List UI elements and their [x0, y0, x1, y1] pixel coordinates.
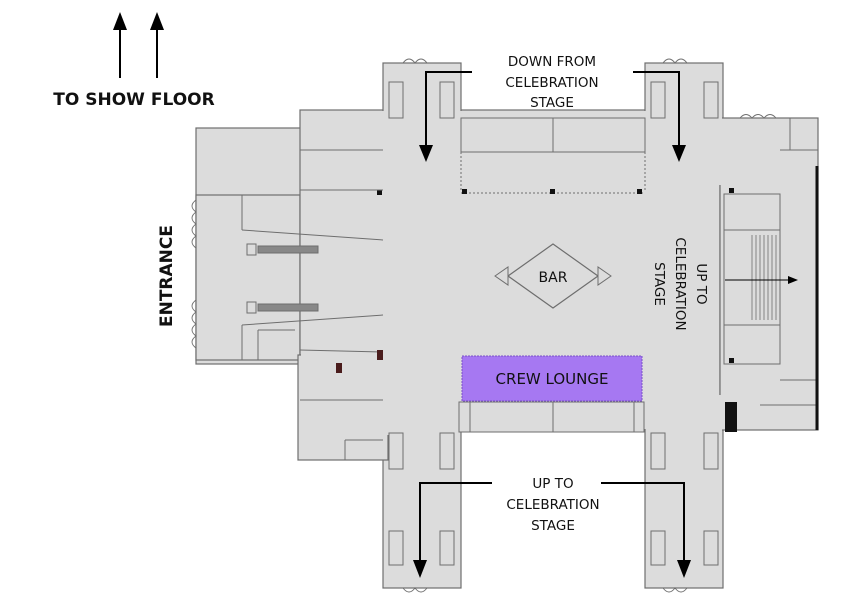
elevator-lr-1 — [650, 432, 666, 470]
arrow-heads — [113, 12, 798, 578]
svg-text:CELEBRATION: CELEBRATION — [672, 237, 688, 330]
bar-diamond — [506, 243, 600, 309]
up-arrow-right — [601, 482, 685, 568]
lower-gallery — [458, 401, 645, 433]
up-to-stage-bottom-label: UP TO CELEBRATION STAGE — [506, 476, 599, 534]
elevator-lr-2 — [703, 432, 719, 470]
elevator-ul-2 — [439, 81, 455, 119]
crew-lounge-label: CREW LOUNGE — [496, 370, 609, 388]
svg-text:CELEBRATION: CELEBRATION — [506, 497, 599, 513]
elevator-ur-2 — [703, 81, 719, 119]
crew-lounge-area[interactable]: CREW LOUNGE — [461, 355, 643, 402]
svg-text:STAGE: STAGE — [531, 518, 575, 534]
down-arrow-left — [425, 71, 472, 152]
left-wing-detail — [241, 149, 384, 460]
svg-text:UP TO: UP TO — [693, 263, 709, 304]
bar-right-tip — [597, 266, 612, 286]
bar-label: BAR — [539, 270, 568, 286]
bar-left-tip — [494, 266, 509, 286]
svg-text:STAGE: STAGE — [651, 262, 667, 306]
crew-lounge-box[interactable] — [461, 355, 643, 402]
entrance-benches — [246, 243, 319, 314]
column-markers — [377, 188, 734, 363]
down-from-stage-label: DOWN FROM CELEBRATION STAGE — [505, 54, 598, 111]
door-arcs — [191, 58, 777, 593]
down-arrow-right — [633, 71, 680, 152]
elevator-ll-3 — [388, 530, 404, 566]
elevator-lr-4 — [703, 530, 719, 566]
elevator-ll-2 — [439, 432, 455, 470]
elevator-ul-1 — [388, 81, 404, 119]
elevator-ll-1 — [388, 432, 404, 470]
elevators — [388, 81, 719, 566]
svg-text:STAGE: STAGE — [530, 95, 574, 111]
stair-treads — [751, 235, 781, 320]
bar-area: BAR — [494, 243, 612, 309]
entrance-label: ENTRANCE — [157, 225, 177, 327]
svg-text:UP TO: UP TO — [532, 476, 573, 492]
show-floor-label: TO SHOW FLOOR — [53, 90, 214, 110]
elevator-ur-1 — [650, 81, 666, 119]
elevator-ll-4 — [439, 530, 455, 566]
elevator-lr-3 — [650, 530, 666, 566]
svg-text:CELEBRATION: CELEBRATION — [505, 75, 598, 91]
svg-text:DOWN FROM: DOWN FROM — [508, 54, 596, 70]
dark-markers — [336, 350, 737, 432]
right-wing — [719, 117, 819, 431]
up-arrow-left — [419, 482, 492, 568]
entrance-hall — [195, 194, 301, 361]
up-to-stage-right-label: UP TO CELEBRATION STAGE — [651, 237, 709, 330]
